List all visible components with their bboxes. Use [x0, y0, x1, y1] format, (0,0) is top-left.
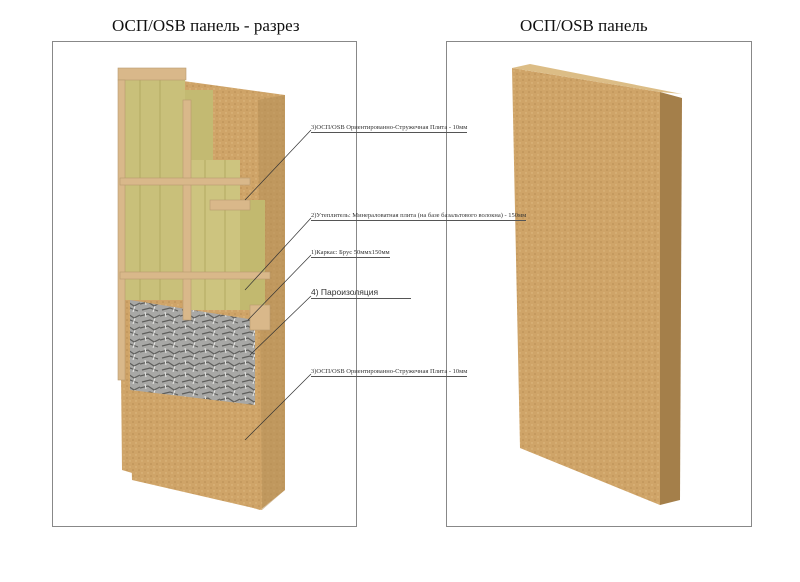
osb-panel-full [512, 64, 682, 505]
leader-lines [244, 129, 312, 441]
label-frame: 1)Каркас: Брус 50ммх150мм [311, 249, 390, 258]
right-panel-title: ОСП/OSB панель [520, 16, 648, 35]
vapor-barrier [130, 300, 255, 405]
label-insulation: 2)Утеплитель: Минераловатная плита (на б… [311, 212, 527, 221]
left-panel-title: ОСП/OSB панель - разрез [112, 16, 300, 35]
right-panel-frame [446, 41, 752, 527]
mineral-wool-insulation [120, 80, 265, 310]
left-panel-frame [52, 41, 357, 527]
label-osb-inner: 3)ОСП/OSB Ориентированно-Стружечная Плит… [311, 368, 468, 377]
label-osb-outer: 3)ОСП/OSB Ориентированно-Стружечная Плит… [311, 124, 468, 133]
timber-frame [117, 67, 271, 381]
label-vapor-barrier: 4) Пароизоляция [311, 287, 411, 299]
